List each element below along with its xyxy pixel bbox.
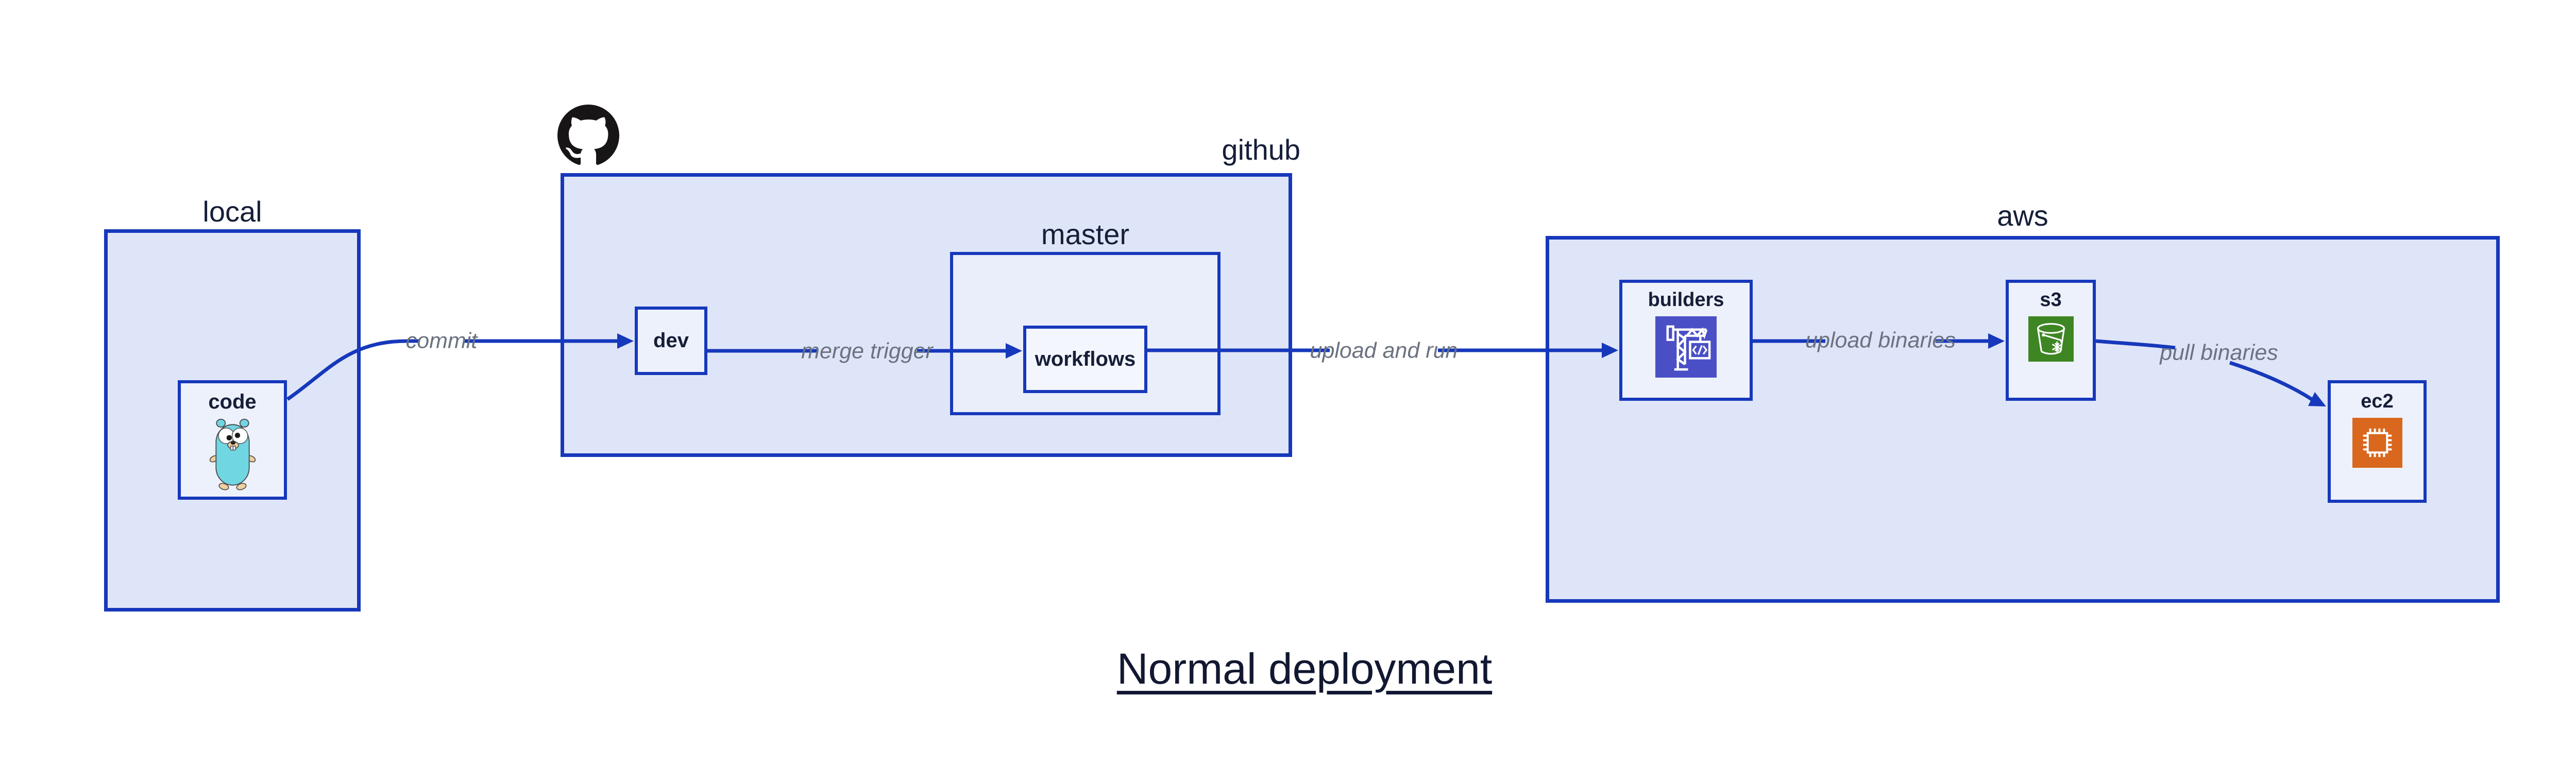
node-builders-label: builders [1648, 289, 1724, 311]
node-dev-label: dev [653, 329, 689, 352]
aws-codebuild-icon [1655, 316, 1717, 378]
group-master-label: master [1041, 218, 1130, 250]
edge-commit-label: commit [405, 328, 478, 353]
node-s3: s3 [2006, 280, 2096, 401]
node-ec2: ec2 [2328, 380, 2427, 503]
edge-upload-binaries-label: upload binaries [1805, 328, 1956, 353]
node-code-label: code [208, 390, 257, 413]
group-aws-label: aws [1997, 199, 2048, 232]
edge-upload-and-run-label: upload and run [1310, 338, 1458, 363]
aws-ec2-chip-icon [2352, 418, 2402, 468]
github-octocat-icon [557, 105, 619, 166]
node-ec2-label: ec2 [2361, 390, 2394, 412]
go-gopher-icon [208, 418, 257, 491]
node-workflows-label: workflows [1035, 348, 1136, 370]
node-workflows: workflows [1023, 326, 1147, 393]
aws-s3-glacier-bucket-icon [2028, 316, 2074, 362]
diagram-title: Normal deployment [1116, 644, 1493, 693]
node-dev: dev [635, 307, 707, 375]
node-builders: builders [1619, 280, 1753, 401]
edge-merge-trigger-label: merge trigger [801, 338, 933, 364]
node-code: code [178, 380, 287, 500]
group-github-label: github [1222, 133, 1300, 166]
group-local-label: local [202, 195, 262, 228]
edge-pull-binaries-label: pull binaries [2160, 340, 2278, 365]
node-s3-label: s3 [2040, 289, 2062, 311]
